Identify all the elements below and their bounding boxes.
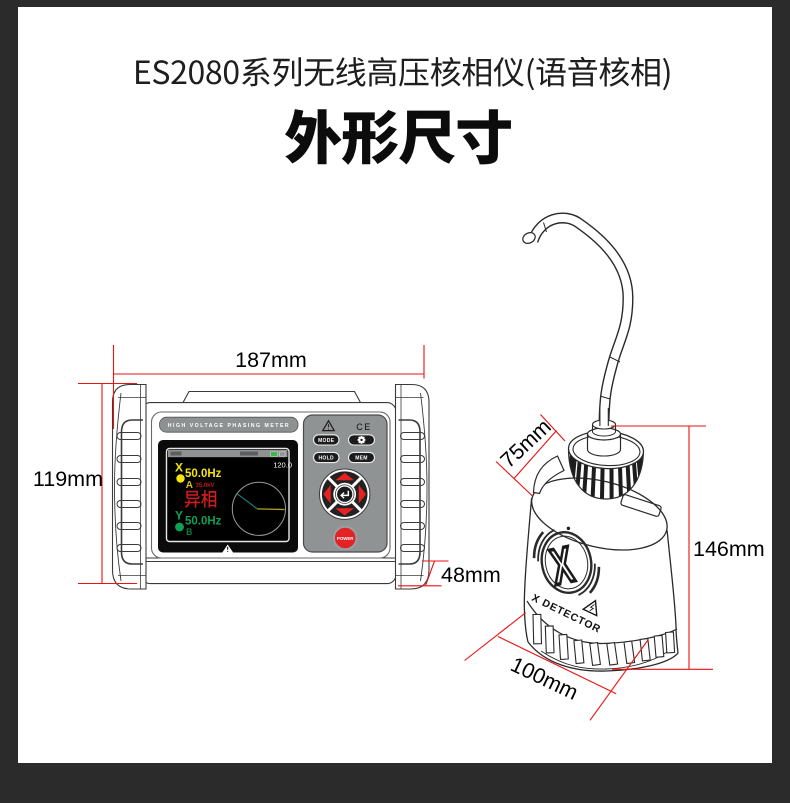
svg-text:146mm: 146mm — [693, 537, 765, 561]
svg-text:B: B — [186, 527, 192, 538]
svg-text:187mm: 187mm — [235, 348, 307, 372]
svg-text:HIGH VOLTAGE PHASING METER: HIGH VOLTAGE PHASING METER — [168, 423, 290, 429]
svg-text:48mm: 48mm — [441, 563, 501, 587]
svg-text:120.0: 120.0 — [273, 461, 292, 470]
svg-text:A: A — [186, 480, 193, 491]
svg-text:50.0Hz: 50.0Hz — [185, 516, 222, 528]
svg-text:POWER: POWER — [337, 536, 354, 541]
svg-text:X: X — [175, 461, 183, 475]
svg-text:CE: CE — [356, 422, 372, 432]
svg-text:MODE: MODE — [318, 438, 335, 444]
svg-text:MEM: MEM — [355, 455, 368, 461]
svg-text:35.0kV: 35.0kV — [196, 483, 215, 489]
svg-text:119mm: 119mm — [33, 467, 103, 491]
svg-text:Y: Y — [175, 509, 183, 523]
svg-text:50.0Hz: 50.0Hz — [185, 468, 222, 480]
svg-text:HOLD: HOLD — [319, 455, 334, 461]
